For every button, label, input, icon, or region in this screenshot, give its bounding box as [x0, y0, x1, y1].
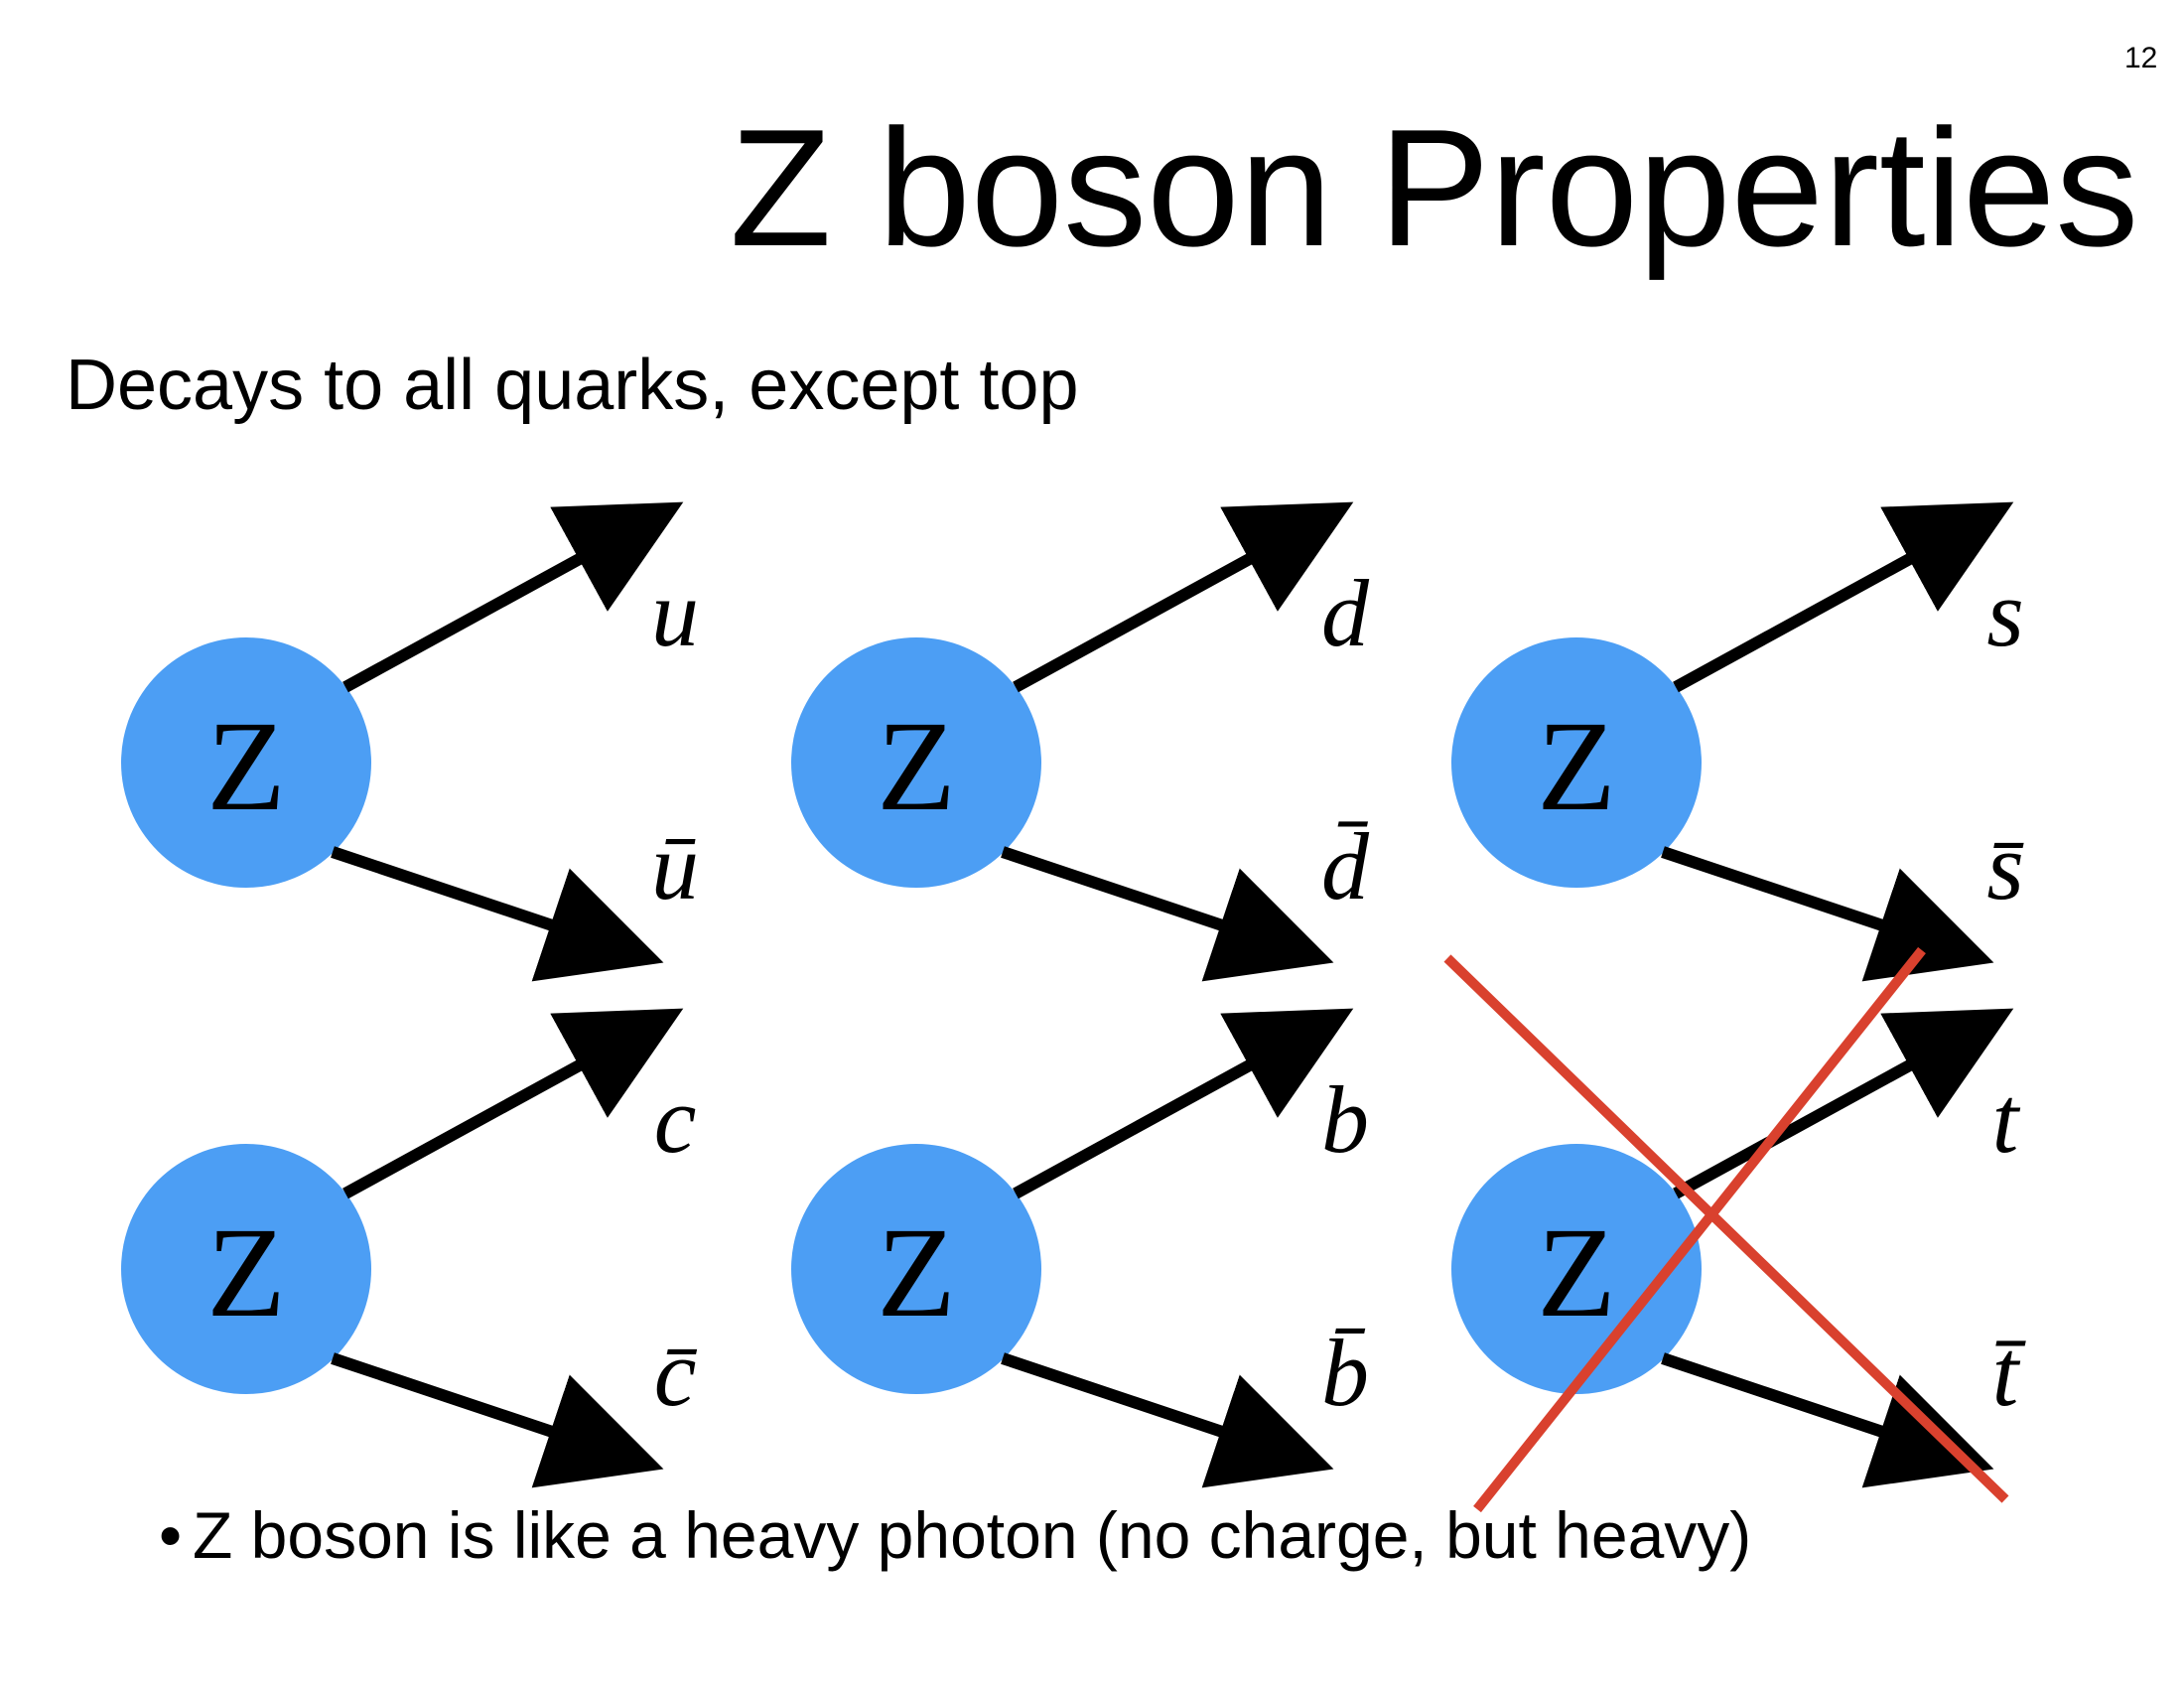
- cross-out-line: [1473, 946, 1926, 1513]
- z-boson-circle: [791, 1144, 1041, 1394]
- decay-group: Zt t̄: [1443, 946, 2027, 1513]
- decay-group: Zb b̄: [791, 1008, 1369, 1488]
- bullet-dot: •: [159, 1498, 183, 1572]
- quark-arrow: [1673, 1008, 2014, 1199]
- antiquark-label: s̄: [1986, 813, 2024, 919]
- z-boson-circle: [1451, 637, 1702, 888]
- antiquark-label: t̄: [1992, 1320, 2027, 1426]
- slide-subtitle: Decays to all quarks, except top: [66, 346, 1079, 425]
- quark-arrow: [342, 1008, 684, 1199]
- antiquark-arrow: [1661, 846, 1994, 982]
- antiquark-label: b̄: [1321, 1320, 1369, 1426]
- slide-title: Z boson Properties: [730, 94, 2139, 281]
- z-boson-label: Z: [206, 1201, 285, 1344]
- decay-group: Zu ū: [121, 501, 699, 982]
- antiquark-label: ū: [651, 813, 699, 919]
- quark-arrow: [1013, 501, 1354, 693]
- quark-label: t: [1992, 1066, 2021, 1173]
- antiquark-arrow: [1661, 1352, 1994, 1488]
- z-boson-label: Z: [877, 695, 955, 838]
- antiquark-label: d̄: [1321, 813, 1370, 919]
- antiquark-arrow: [331, 846, 664, 982]
- decay-group: Zs s̄: [1451, 501, 2024, 982]
- decay-group: Zc c̄: [121, 1008, 698, 1488]
- z-boson-label: Z: [1537, 1201, 1615, 1344]
- antiquark-arrow: [1001, 846, 1334, 982]
- z-boson-circle: [791, 637, 1041, 888]
- z-boson-label: Z: [206, 695, 285, 838]
- cross-out-line: [1443, 954, 2009, 1503]
- bullet-item: •Z boson is like a heavy photon (no char…: [159, 1502, 1751, 1568]
- decay-group: Zd d̄: [791, 501, 1370, 982]
- antiquark-arrow: [1001, 1352, 1334, 1488]
- quark-arrow: [1013, 1008, 1354, 1199]
- antiquark-arrow: [331, 1352, 664, 1488]
- z-boson-label: Z: [1537, 695, 1615, 838]
- bullet-text: Z boson is like a heavy photon (no charg…: [193, 1498, 1752, 1572]
- quark-label: d: [1321, 560, 1370, 666]
- z-boson-label: Z: [877, 1201, 955, 1344]
- quark-arrow: [1673, 501, 2014, 693]
- z-boson-circle: [121, 637, 371, 888]
- antiquark-label: c̄: [654, 1320, 698, 1426]
- quark-label: s: [1986, 560, 2023, 666]
- z-boson-circle: [121, 1144, 371, 1394]
- quark-arrow: [342, 501, 684, 693]
- quark-label: u: [651, 560, 699, 666]
- quark-label: c: [654, 1066, 697, 1173]
- z-boson-circle: [1451, 1144, 1702, 1394]
- page-number: 12: [2124, 42, 2158, 74]
- quark-label: b: [1321, 1066, 1369, 1173]
